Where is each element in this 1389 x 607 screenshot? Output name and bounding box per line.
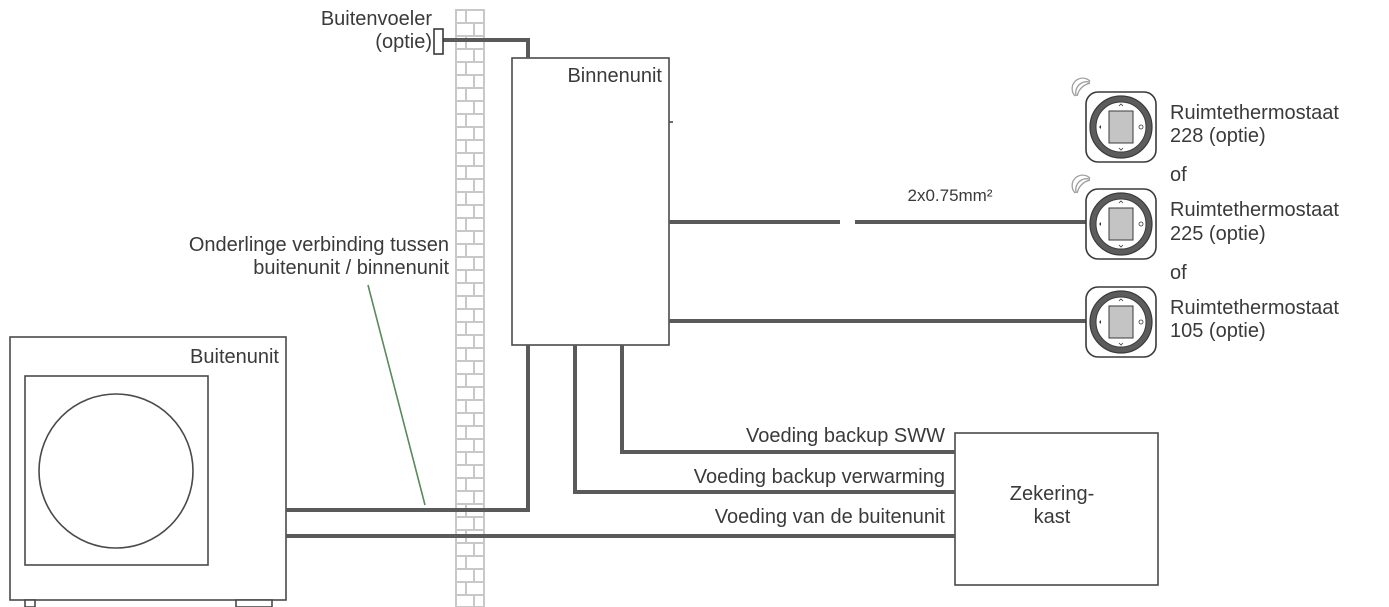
thermostat-225-label-line1: Ruimtethermostaat — [1170, 199, 1339, 221]
thermostat-228 — [1071, 77, 1157, 163]
outdoor-unit-label: Buitenunit — [190, 346, 279, 368]
sensor-label-line2: (optie) — [375, 31, 432, 53]
thermostat-105 — [1085, 286, 1157, 358]
supply-label-heating: Voeding backup verwarming — [694, 466, 945, 488]
thermostat-225 — [1071, 174, 1157, 260]
outdoor-sensor — [433, 28, 444, 55]
thermostats — [1071, 77, 1157, 358]
interconnect-label-line2: buitenunit / binnenunit — [253, 257, 449, 279]
cables — [286, 38, 1090, 538]
fan-circle — [38, 393, 194, 549]
backup-dhw-cable — [620, 345, 955, 454]
wireless-icon — [1071, 77, 1091, 97]
thermostat-display — [1108, 207, 1134, 241]
fuse-box-label-line2: kast — [1034, 506, 1071, 528]
thermostat-225-label-line2: 225 (optie) — [1170, 223, 1266, 245]
or-label-1: of — [1170, 164, 1187, 186]
supply-label-outdoor: Voeding van de buitenunit — [715, 506, 946, 528]
indoor-unit: Binnenunit — [511, 57, 673, 346]
thermostat-228-label-line1: Ruimtethermostaat — [1170, 102, 1339, 124]
thermostat-display — [1108, 110, 1134, 144]
thermostat-display — [1108, 305, 1134, 339]
cable-spec-label: 2x0.75mm² — [907, 186, 992, 205]
backup-heating-cable — [573, 345, 955, 494]
sensor-cable — [440, 38, 530, 58]
sensor-label-line1: Buitenvoeler — [321, 8, 433, 30]
supply-label-dhw: Voeding backup SWW — [746, 425, 945, 447]
thermostat-105-label-line1: Ruimtethermostaat — [1170, 297, 1339, 319]
interconnect-leader-line — [367, 284, 426, 506]
interconnect-cable — [286, 345, 530, 512]
fuse-box-label-line1: Zekering- — [1010, 483, 1094, 505]
outdoor-unit: Buitenunit — [9, 336, 287, 607]
thermostat-228-label-line2: 228 (optie) — [1170, 125, 1266, 147]
wireless-icon — [1071, 174, 1091, 194]
indoor-unit-label: Binnenunit — [567, 65, 662, 87]
or-label-2: of — [1170, 262, 1187, 284]
interconnect-label-line1: Onderlinge verbinding tussen — [189, 234, 449, 256]
brick-wall — [455, 9, 485, 607]
fuse-box: Zekering- kast — [954, 432, 1159, 586]
thermostat-105-label-line2: 105 (optie) — [1170, 320, 1266, 342]
